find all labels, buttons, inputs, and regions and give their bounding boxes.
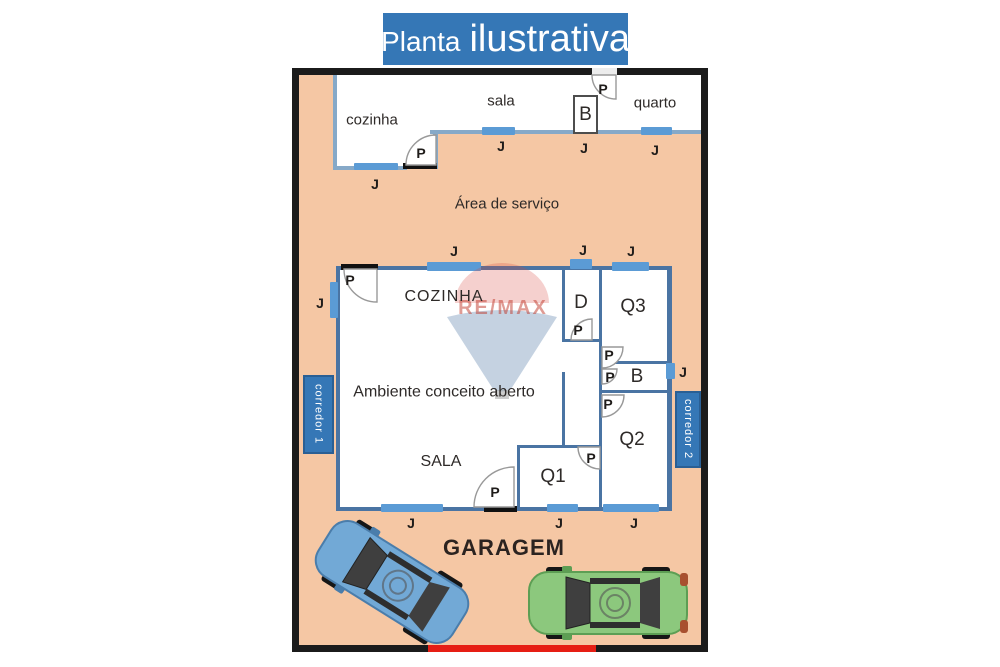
window-marker — [612, 262, 649, 271]
window-marker — [354, 163, 398, 170]
wall — [562, 268, 565, 342]
window-label: J — [450, 243, 458, 259]
window-label: J — [627, 243, 635, 259]
door-label: P — [604, 347, 614, 363]
window-marker — [330, 282, 338, 318]
garage-gate-marker — [428, 645, 596, 652]
upper-bath-box: B — [573, 95, 598, 134]
window-marker — [570, 259, 592, 269]
corridor-2-banner: corredor 2 — [675, 391, 701, 468]
wall — [336, 266, 672, 270]
door-label: P — [490, 484, 500, 500]
wall — [667, 266, 672, 511]
wall — [562, 339, 602, 342]
closet-label: D — [574, 292, 588, 313]
window-label: J — [316, 295, 324, 311]
door-label: P — [573, 322, 583, 338]
upper-kitchen-label: cozinha — [346, 111, 398, 129]
bath-label: B — [630, 366, 644, 387]
wall — [599, 390, 669, 393]
window-label: J — [407, 515, 415, 531]
window-marker — [666, 363, 675, 379]
corridor-2-label: corredor 2 — [682, 399, 694, 460]
bedroom-3-label: Q3 — [620, 296, 646, 317]
wall — [336, 266, 340, 511]
window-label: J — [497, 138, 505, 154]
open-area-label: Ambiente conceito aberto — [353, 383, 535, 401]
window-label: J — [580, 140, 588, 156]
door-label: P — [598, 81, 608, 97]
door-opening — [592, 68, 617, 75]
wall — [517, 445, 520, 509]
title-banner: Planta ilustrativa — [381, 13, 630, 65]
window-label: J — [555, 515, 563, 531]
garage-label: GARAGEM — [443, 535, 565, 560]
window-label: J — [579, 242, 587, 258]
door-label: P — [603, 396, 613, 412]
door-label: P — [586, 450, 596, 466]
wall — [430, 130, 701, 134]
bedroom-1-label: Q1 — [540, 466, 566, 487]
main-living-label: SALA — [420, 453, 462, 470]
title-word-2: ilustrativa — [469, 18, 630, 60]
wall — [562, 372, 565, 447]
window-marker — [547, 504, 578, 512]
door-label: P — [345, 272, 355, 288]
wall — [599, 268, 602, 509]
door-threshold — [484, 506, 517, 512]
window-marker — [603, 504, 659, 512]
bedroom-2-label: Q2 — [619, 429, 645, 450]
wall — [517, 445, 602, 448]
title-word-1: Planta — [381, 26, 461, 57]
window-label: J — [630, 515, 638, 531]
upper-bath-label: B — [579, 103, 592, 125]
corridor-1-label: corredor 1 — [312, 384, 325, 445]
corridor-1-banner: corredor 1 — [303, 375, 334, 454]
upper-living-floor — [430, 75, 701, 131]
upper-bedroom-label: quarto — [633, 94, 677, 112]
door-threshold — [403, 163, 437, 169]
window-label: J — [679, 364, 687, 380]
window-label: J — [651, 142, 659, 158]
window-label: J — [371, 176, 379, 192]
window-marker — [641, 127, 672, 135]
door-label: P — [605, 369, 615, 385]
wall — [333, 75, 337, 170]
window-marker — [482, 127, 515, 135]
main-kitchen-label: COZINHA — [404, 288, 484, 305]
window-marker — [381, 504, 443, 512]
upper-living-label: sala — [487, 92, 515, 110]
service-area-label: Área de serviço — [454, 195, 560, 213]
window-marker — [427, 262, 481, 271]
door-threshold — [341, 264, 378, 270]
door-label: P — [416, 145, 426, 161]
wall — [599, 361, 669, 364]
